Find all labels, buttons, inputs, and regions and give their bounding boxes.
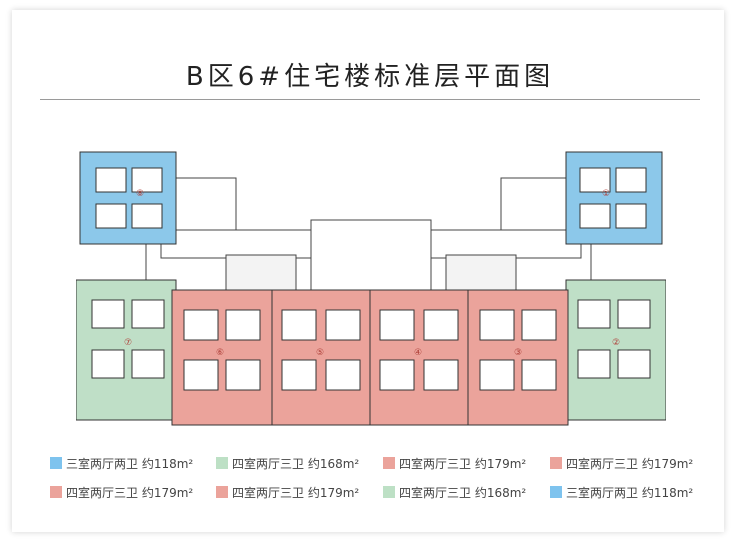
floor-plan: ⑧ ① ⑦ ② ⑥ ⑤ ④ ③ xyxy=(76,151,666,426)
common-area xyxy=(145,177,592,299)
legend-swatch xyxy=(50,486,62,498)
unit-pink-2 xyxy=(271,289,371,426)
unit-green-right xyxy=(565,279,666,421)
legend-item-6: 四室两厅三卫 约179m² xyxy=(216,483,359,501)
unit-blue-right xyxy=(565,151,663,245)
unit-number-right-blue: ① xyxy=(602,189,610,199)
unit-number-pink-2: ⑤ xyxy=(316,348,324,358)
legend-item-1: 三室两厅两卫 约118m² xyxy=(50,454,193,472)
unit-number-right-green: ② xyxy=(612,338,620,348)
legend-item-8: 三室两厅两卫 约118m² xyxy=(550,483,693,501)
unit-number-pink-4: ③ xyxy=(514,348,522,358)
legend-swatch xyxy=(216,486,228,498)
page-title: B区6#住宅楼标准层平面图 xyxy=(185,62,555,92)
legend-swatch xyxy=(383,486,395,498)
legend-swatch xyxy=(550,457,562,469)
legend-swatch xyxy=(50,457,62,469)
lightwell-right xyxy=(445,254,517,296)
legend-swatch xyxy=(383,457,395,469)
legend-swatch xyxy=(216,457,228,469)
unit-number-left-green: ⑦ xyxy=(124,338,132,348)
unit-number-pink-1: ⑥ xyxy=(216,348,224,358)
legend-item-3: 四室两厅三卫 约179m² xyxy=(383,454,526,472)
unit-pink-4 xyxy=(467,289,569,426)
lightwell-left xyxy=(225,254,297,296)
unit-green-left xyxy=(76,279,177,421)
unit-pink-3 xyxy=(369,289,469,426)
legend-item-5: 四室两厅三卫 约179m² xyxy=(50,483,193,501)
legend-swatch xyxy=(550,486,562,498)
legend: 三室两厅两卫 约118m² 四室两厅三卫 约168m² 四室两厅三卫 约179m… xyxy=(50,452,710,502)
unit-number-left-blue: ⑧ xyxy=(136,189,144,199)
unit-number-pink-3: ④ xyxy=(414,348,422,358)
legend-item-4: 四室两厅三卫 约179m² xyxy=(550,454,693,472)
unit-pink-1 xyxy=(171,289,273,426)
unit-blue-left xyxy=(79,151,177,245)
legend-item-7: 四室两厅三卫 约168m² xyxy=(383,483,526,501)
central-core xyxy=(310,219,432,291)
title-divider xyxy=(40,99,700,100)
legend-item-2: 四室两厅三卫 约168m² xyxy=(216,454,359,472)
